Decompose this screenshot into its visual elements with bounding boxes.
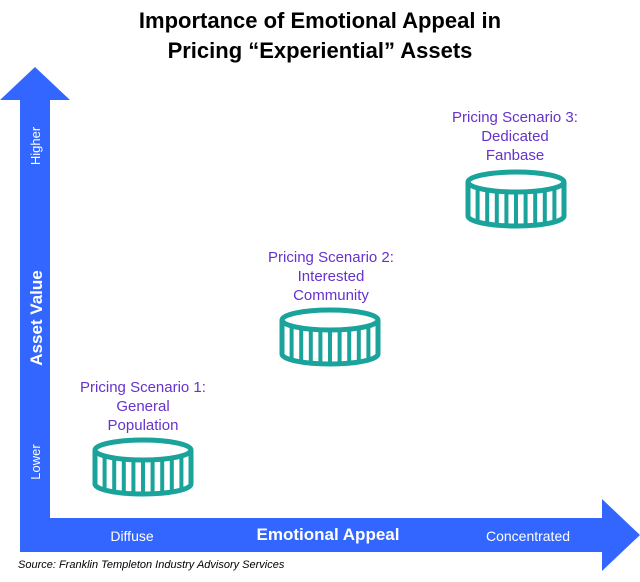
- x-axis-label: Emotional Appeal: [257, 525, 400, 544]
- title-line-2: Pricing “Experiential” Assets: [167, 38, 473, 63]
- scenario-1-coin-icon: [92, 437, 194, 497]
- chart-title: Importance of Emotional Appeal in Pricin…: [0, 6, 640, 66]
- x-axis-low: Diffuse: [110, 528, 154, 544]
- scenario-3-line-1: Pricing Scenario 3:: [452, 109, 578, 126]
- y-axis-low: Lower: [28, 444, 43, 480]
- title-line-1: Importance of Emotional Appeal in: [138, 8, 502, 33]
- scenario-1-label: Pricing Scenario 1: General Population: [68, 378, 218, 435]
- scenario-1-line-1: Pricing Scenario 1:: [80, 379, 206, 396]
- y-axis-high: Higher: [28, 126, 43, 165]
- scenario-1-line-2: General: [116, 398, 170, 415]
- source-note: Source: Franklin Templeton Industry Advi…: [18, 559, 285, 571]
- y-axis-label: Asset Value: [27, 270, 46, 365]
- scenario-3-label: Pricing Scenario 3: Dedicated Fanbase: [440, 108, 590, 165]
- x-axis-high: Concentrated: [486, 528, 570, 544]
- scenario-2-coin-icon: [279, 307, 381, 367]
- scenario-3-coin-icon: [465, 169, 567, 229]
- scenario-2-label: Pricing Scenario 2: Interested Community: [256, 248, 406, 305]
- y-axis-arrow: [0, 67, 70, 518]
- scenario-2-line-3: Community: [293, 287, 369, 304]
- scenario-3-line-2: Dedicated: [481, 128, 549, 145]
- scenario-1-line-3: Population: [107, 417, 179, 434]
- scenario-2-line-1: Pricing Scenario 2:: [268, 249, 394, 266]
- x-axis-arrow: [20, 499, 640, 571]
- scenario-3-line-3: Fanbase: [485, 147, 545, 164]
- scenario-2-line-2: Interested: [297, 268, 365, 285]
